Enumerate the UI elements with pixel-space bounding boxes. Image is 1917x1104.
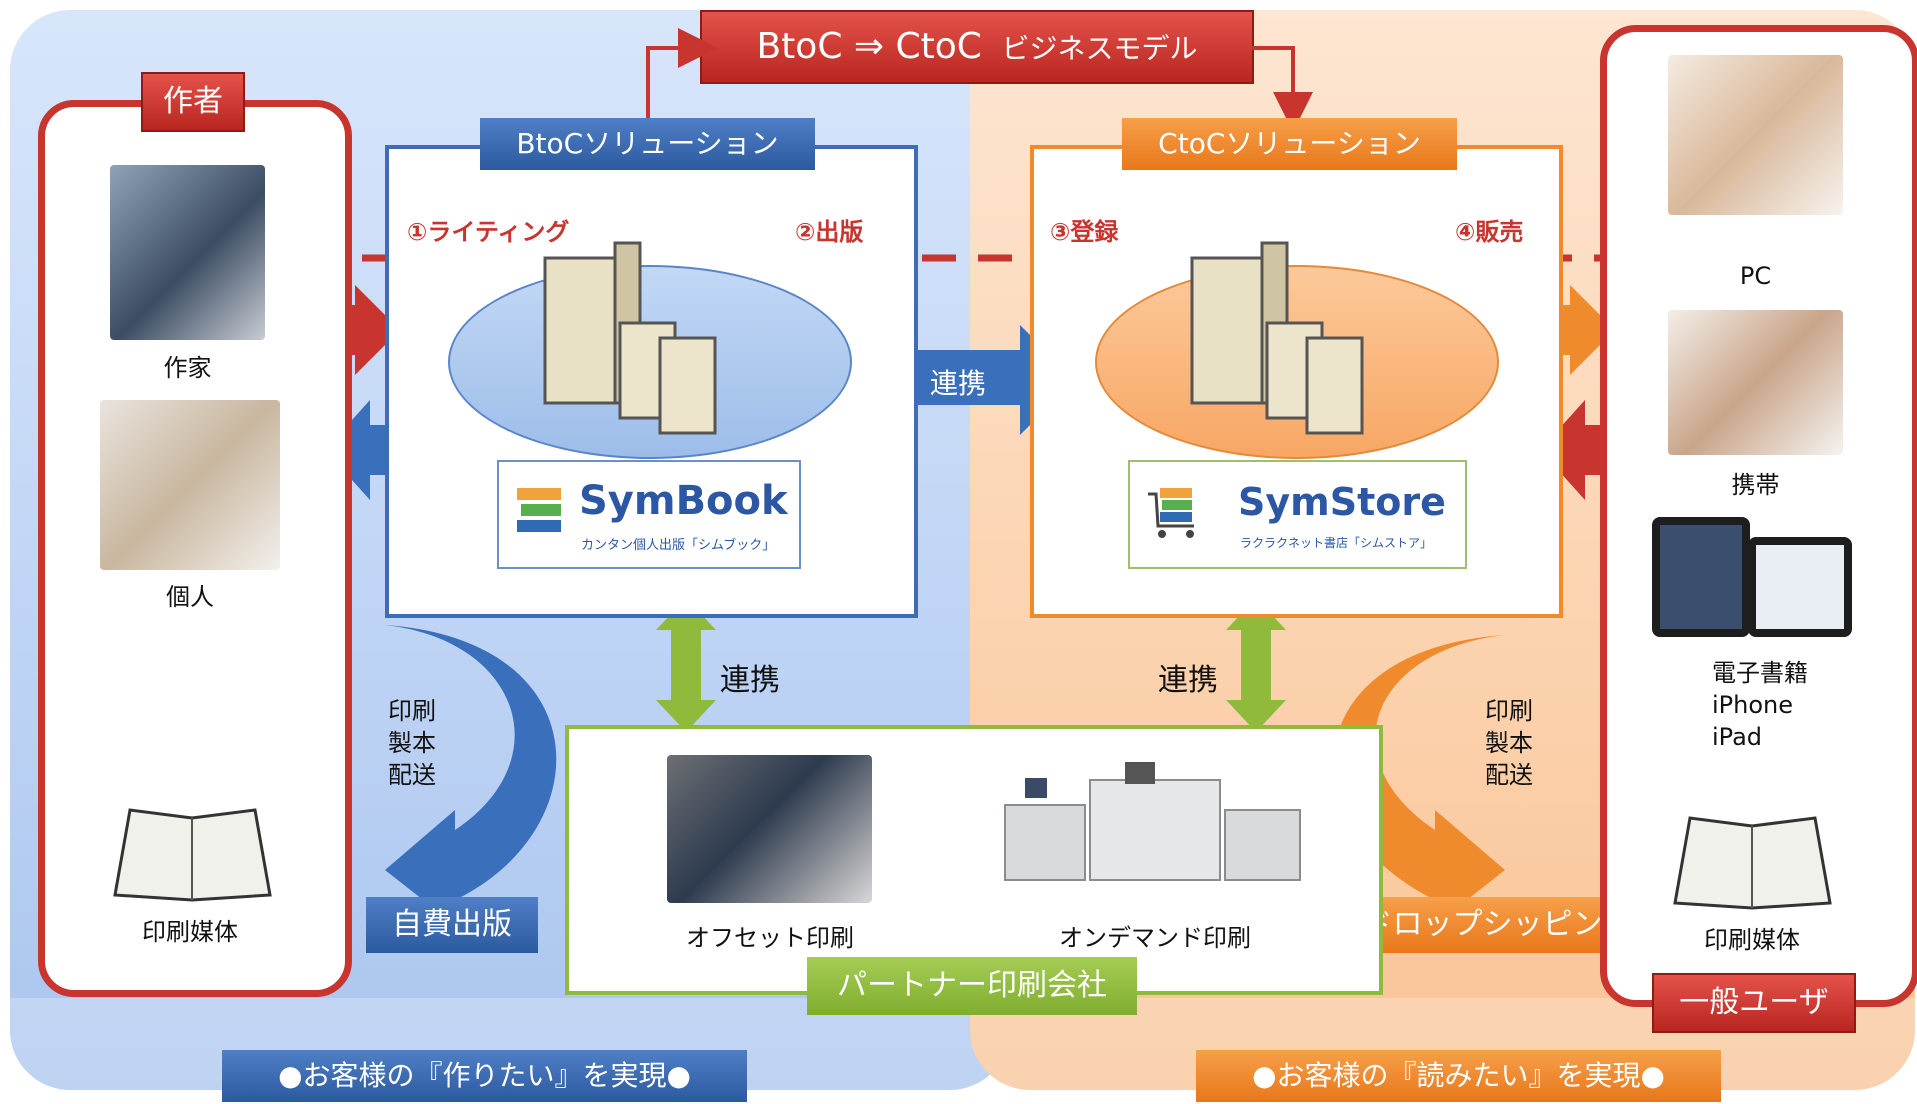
ebook-captions: 電子書籍 iPhone iPad xyxy=(1712,657,1808,753)
symstore-name: SymStore xyxy=(1238,480,1446,524)
ctoc-label: CtoCソリューション xyxy=(1122,118,1457,170)
btoc-partner-link-arrow xyxy=(656,598,716,732)
print-flow-left-bind: 製本 xyxy=(388,729,436,757)
self-publish-label: 自費出版 xyxy=(366,897,538,953)
btoc-server-icon xyxy=(543,241,717,435)
print-flow-right-print: 印刷 xyxy=(1485,697,1533,725)
symstore-cart-icon xyxy=(1148,488,1194,538)
ipad-caption: iPad xyxy=(1712,723,1763,751)
print-media-caption-user: 印刷媒体 xyxy=(1704,926,1800,954)
btoc-partner-link-label: 連携 xyxy=(720,663,780,698)
btoc-to-ctoc-arrow xyxy=(868,325,1075,435)
print-media-caption-author: 印刷媒体 xyxy=(142,918,238,946)
ctoc-partner-link-arrow xyxy=(1226,598,1286,732)
individual-caption: 個人 xyxy=(166,583,214,611)
print-flow-right-bind: 製本 xyxy=(1485,729,1533,757)
ctoc-server-icon xyxy=(1190,241,1364,435)
ctoc-partner-link-label: 連携 xyxy=(1158,663,1218,698)
partner-label: パートナー印刷会社 xyxy=(807,957,1137,1015)
print-flow-left-ship: 配送 xyxy=(388,761,436,789)
symbook-books-icon xyxy=(517,488,561,532)
individual-photo xyxy=(100,400,280,570)
footer-right-banner: ●お客様の『読みたい』を実現● xyxy=(1196,1050,1721,1102)
symstore-tagline: ラクラクネット書店「シムストア」 xyxy=(1240,536,1433,550)
book-icon-author xyxy=(113,808,272,902)
title-sub: ビジネスモデル xyxy=(1001,32,1198,65)
symstore-logo: SymStore ラクラクネット書店「シムストア」 xyxy=(1128,460,1467,569)
self-publish-curve-arrow xyxy=(385,625,557,925)
tablet-devices-icon xyxy=(1652,517,1852,637)
print-flow-left: 印刷 製本 配送 xyxy=(388,695,436,791)
title-to-btoc-line xyxy=(646,28,718,120)
step-register: ③登録 xyxy=(1050,218,1119,246)
symbook-name: SymBook xyxy=(579,478,788,524)
ondemand-print-caption: オンデマンド印刷 xyxy=(1059,924,1251,952)
step-sell: ④販売 xyxy=(1455,218,1524,246)
mobile-caption: 携帯 xyxy=(1731,471,1780,499)
general-user-label: 一般ユーザ xyxy=(1652,973,1856,1033)
iphone-caption: iPhone xyxy=(1712,691,1794,719)
mobile-user-photo xyxy=(1668,310,1843,455)
writer-caption: 作家 xyxy=(163,354,212,382)
offset-press-photo xyxy=(667,755,872,903)
ondemand-printer-icon xyxy=(1004,762,1301,881)
pc-caption: PC xyxy=(1739,262,1772,290)
print-flow-right-ship: 配送 xyxy=(1485,761,1533,789)
writer-photo xyxy=(110,165,265,340)
offset-print-caption: オフセット印刷 xyxy=(686,924,854,952)
step-publish: ②出版 xyxy=(795,218,864,246)
title-to-ctoc-line xyxy=(1252,46,1313,132)
btoc-ctoc-link-label: 連携 xyxy=(930,367,987,400)
author-label: 作者 xyxy=(141,72,245,132)
title-main: BtoC ⇒ CtoC xyxy=(756,26,982,67)
step-writing: ①ライティング xyxy=(407,218,570,246)
print-flow-left-print: 印刷 xyxy=(388,697,436,725)
symbook-logo: SymBook カンタン個人出版「シムブック」 xyxy=(497,460,801,569)
pc-users-photo xyxy=(1668,55,1843,215)
footer-left-banner: ●お客様の『作りたい』を実現● xyxy=(222,1050,747,1102)
btoc-label: BtoCソリューション xyxy=(480,118,815,170)
print-flow-right: 印刷 製本 配送 xyxy=(1485,695,1533,791)
book-icon-user xyxy=(1673,816,1832,910)
ebook-caption: 電子書籍 xyxy=(1712,659,1808,687)
symbook-tagline: カンタン個人出版「シムブック」 xyxy=(581,538,776,553)
